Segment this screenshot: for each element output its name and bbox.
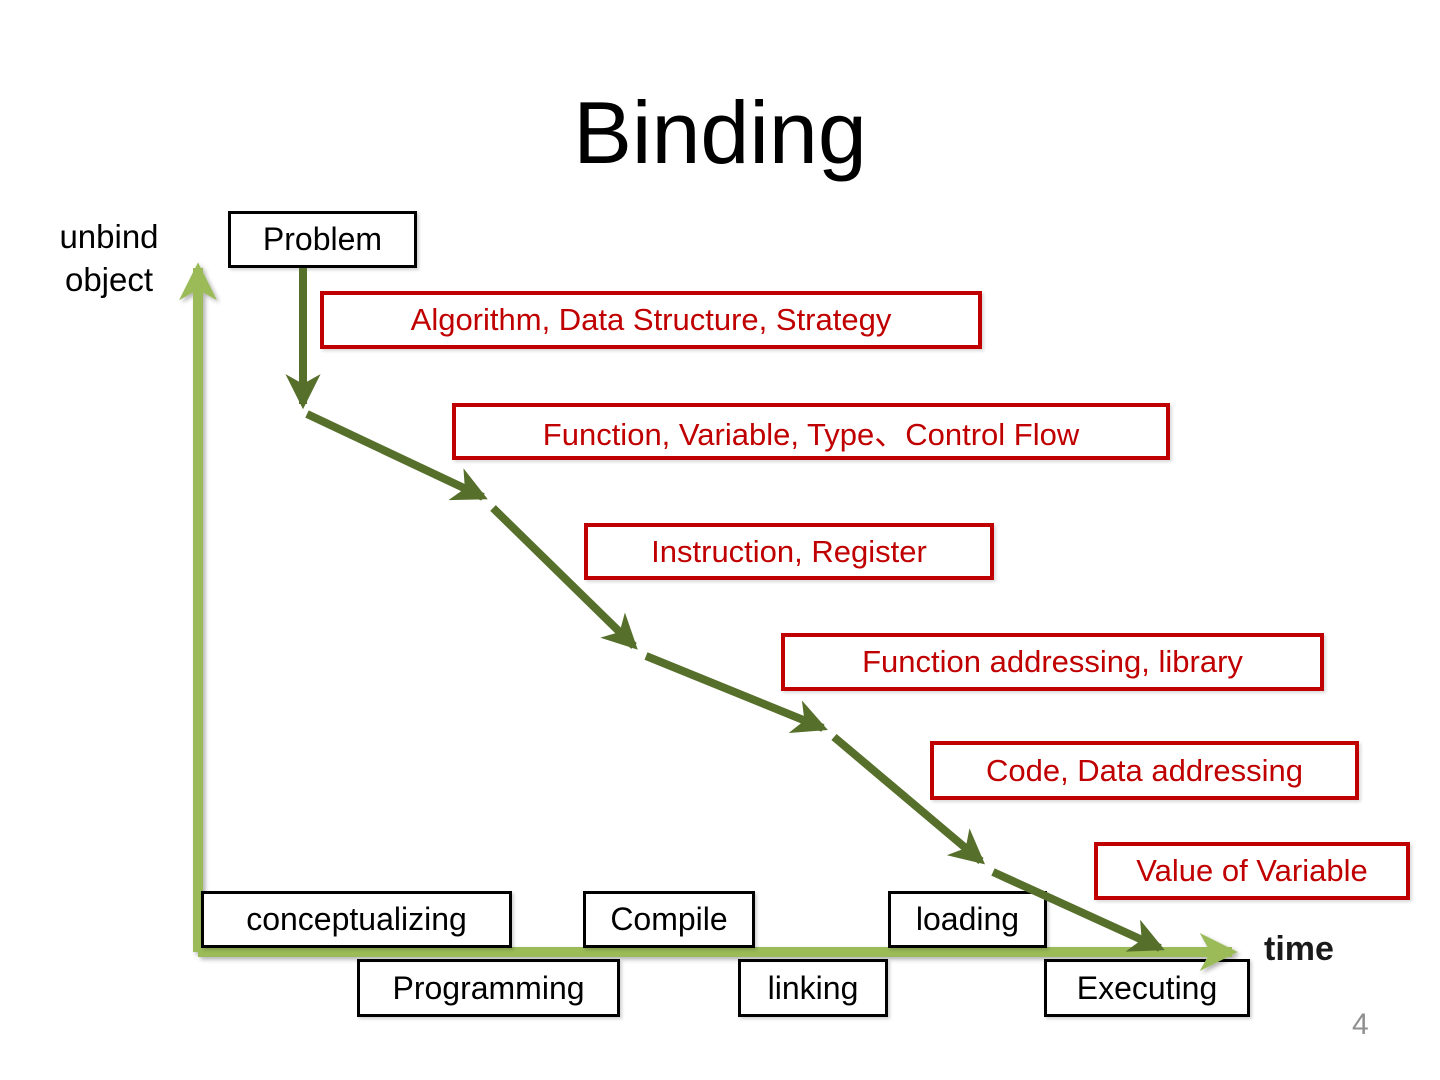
phase-label: conceptualizing (246, 901, 467, 937)
binding-step-label: Value of Variable (1136, 853, 1368, 888)
phase-box-linking: linking (738, 959, 888, 1017)
phase-box-programming: Programming (357, 959, 620, 1017)
phase-box-conceptualizing: conceptualizing (201, 891, 512, 948)
binding-step-box-function-addressing: Function addressing, library (781, 633, 1324, 691)
page-number: 4 (1352, 1008, 1369, 1041)
arrow-segment-1 (305, 410, 488, 501)
binding-step-label: Instruction, Register (651, 533, 927, 569)
y-axis-label: unbind object (59, 218, 159, 298)
arrow-segment-4 (831, 733, 986, 865)
binding-step-box-function-variable: Function, Variable, Type、Control Flow (452, 403, 1170, 460)
binding-step-label: Algorithm, Data Structure, Strategy (410, 302, 892, 337)
binding-step-label: Function, Variable, Type、Control Flow (542, 417, 1080, 452)
problem-box: Problem (228, 211, 417, 268)
arrow-segment-3 (644, 652, 828, 734)
binding-step-box-value: Value of Variable (1094, 842, 1410, 900)
binding-step-box-code-data: Code, Data addressing (930, 741, 1359, 800)
phase-label: Executing (1076, 969, 1218, 1006)
binding-step-box-instruction: Instruction, Register (584, 523, 994, 580)
phase-box-compile: Compile (583, 891, 755, 948)
phase-label: loading (915, 901, 1020, 937)
arrow-segment-5 (991, 868, 1165, 952)
phase-label: Compile (610, 901, 728, 937)
x-axis-label: time (1264, 930, 1334, 968)
binding-step-label: Function addressing, library (862, 644, 1243, 679)
arrow-segment-2 (490, 505, 638, 650)
slide-title: Binding (573, 83, 867, 182)
phase-label: Programming (392, 969, 585, 1006)
binding-step-label: Code, Data addressing (985, 752, 1304, 788)
phase-label: linking (767, 969, 859, 1006)
problem-label: Problem (262, 221, 383, 257)
phase-box-loading: loading (888, 891, 1047, 948)
binding-step-box-algorithm: Algorithm, Data Structure, Strategy (320, 291, 982, 349)
